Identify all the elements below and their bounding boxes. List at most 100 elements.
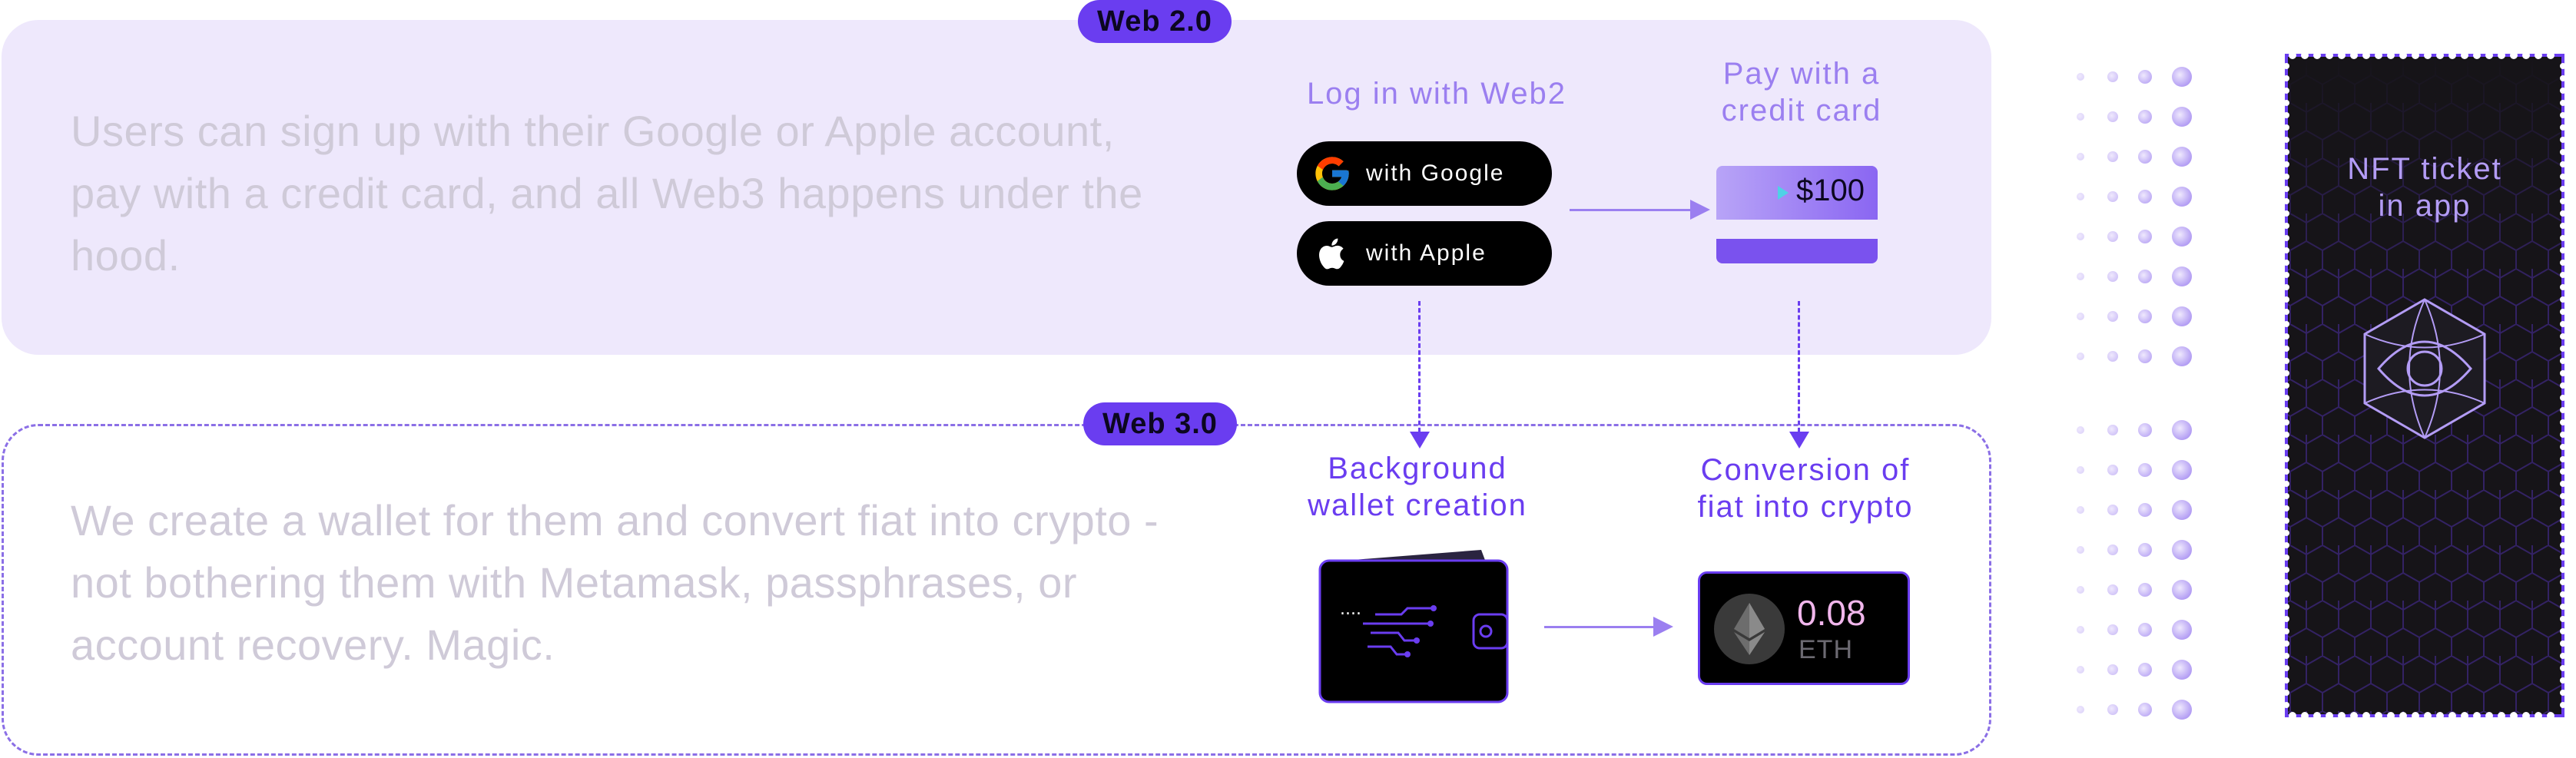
decorative-dot [2172, 700, 2192, 720]
decorative-dot [2107, 545, 2118, 555]
decorative-dot [2077, 666, 2084, 674]
eth-card: 0.08 ETH [1698, 571, 1910, 685]
decorative-dot [2077, 466, 2084, 474]
ticket-edge-notch [2283, 63, 2289, 69]
decorative-dot [2077, 273, 2084, 280]
ticket-edge-notch [2560, 223, 2566, 229]
svg-text:....: .... [1340, 600, 1361, 619]
card-amount: $100 [1796, 174, 1865, 207]
eye-emblem-icon [2363, 298, 2486, 439]
arrow-head-right-icon [1690, 200, 1710, 220]
decorative-dot [2077, 506, 2084, 514]
ticket-edge-notch [2283, 260, 2289, 266]
decorative-dot [2107, 664, 2118, 675]
conversion-label-line2: fiat into crypto [1697, 490, 1914, 524]
ticket-perforation [2547, 712, 2554, 720]
ticket-edge-notch [2560, 174, 2566, 180]
decorative-dot [2138, 623, 2152, 637]
decorative-dot [2172, 660, 2192, 680]
ticket-edge-notch [2283, 456, 2289, 462]
decorative-dot [2107, 351, 2118, 362]
apple-icon [1319, 238, 1344, 270]
ticket-edge-notch [2560, 530, 2566, 536]
ticket-perforation [2547, 51, 2554, 59]
ticket-edge-notch [2560, 198, 2566, 204]
decorative-dot [2138, 503, 2152, 517]
ticket-edge-notch [2283, 505, 2289, 511]
ticket-perforation [2289, 51, 2296, 59]
ticket-edge-notch [2283, 395, 2289, 401]
ticket-edge-notch [2560, 432, 2566, 438]
ticket-edge-notch [2560, 567, 2566, 573]
ticket-edge-notch [2283, 88, 2289, 94]
ticket-perforation [2301, 712, 2309, 720]
apple-login-button[interactable]: with Apple [1297, 221, 1552, 286]
wallet-label-line2: wallet creation [1308, 488, 1527, 522]
ticket-perforation [2436, 51, 2444, 59]
ticket-edge-notch [2283, 481, 2289, 487]
ticket-edge-notch [2283, 346, 2289, 352]
ticket-perforation [2387, 51, 2395, 59]
arrow-head-right-icon [1653, 617, 1673, 637]
decorative-dot [2077, 426, 2084, 434]
ticket-edge-notch [2560, 481, 2566, 487]
ticket-perforation [2326, 712, 2333, 720]
ticket-perforation [2424, 712, 2432, 720]
ticket-edge-notch [2560, 604, 2566, 610]
ticket-edge-notch [2560, 100, 2566, 106]
ticket-edge-notch [2283, 309, 2289, 315]
ticket-edge-notch [2560, 640, 2566, 647]
ticket-perforation [2498, 712, 2505, 720]
google-login-button[interactable]: with Google [1297, 141, 1552, 206]
decorative-dot [2077, 113, 2084, 121]
ticket-edge-notch [2560, 591, 2566, 597]
decorative-dot [2172, 187, 2192, 207]
decorative-dot [2172, 346, 2192, 366]
ticket-perforation [2362, 51, 2370, 59]
decorative-dot [2138, 110, 2152, 124]
ticket-edge-notch [2560, 518, 2566, 524]
ticket-perforation [2375, 51, 2382, 59]
ticket-perforation [2448, 51, 2456, 59]
ticket-edge-notch [2560, 628, 2566, 634]
ticket-edge-notch [2560, 542, 2566, 548]
ticket-edge-notch [2560, 186, 2566, 192]
ticket-perforation [2399, 712, 2407, 720]
decorative-dot [2138, 703, 2152, 717]
ticket-edge-notch [2560, 149, 2566, 155]
ticket-perforation [2424, 51, 2432, 59]
decorative-dot [2138, 230, 2152, 243]
decorative-dot [2107, 111, 2118, 122]
decorative-dot [2172, 460, 2192, 480]
ticket-edge-notch [2560, 63, 2566, 69]
ticket-title-line2: in app [2378, 189, 2472, 223]
decorative-dot [2107, 271, 2118, 282]
ticket-edge-notch [2283, 321, 2289, 327]
decorative-dot [2107, 704, 2118, 715]
ticket-edge-notch [2283, 296, 2289, 303]
ticket-perforation [2350, 712, 2358, 720]
arrow-head-down-icon [1789, 432, 1809, 449]
arrow-wallet-to-eth [1544, 626, 1661, 628]
ticket-edge-notch [2283, 210, 2289, 217]
arrow-login-to-card [1570, 209, 1699, 211]
ticket-edge-notch [2560, 419, 2566, 425]
ticket-edge-notch [2560, 247, 2566, 253]
ticket-edge-notch [2283, 235, 2289, 241]
ticket-edge-notch [2560, 370, 2566, 376]
ticket-edge-notch [2283, 186, 2289, 192]
ticket-edge-notch [2283, 468, 2289, 475]
connector-card-to-conversion [1798, 301, 1800, 439]
ticket-edge-notch [2283, 677, 2289, 684]
ticket-perforation [2535, 712, 2542, 720]
ticket-edge-notch [2283, 518, 2289, 524]
decorative-dot [2077, 73, 2084, 81]
ticket-edge-notch [2283, 161, 2289, 167]
ticket-edge-notch [2560, 407, 2566, 413]
ticket-perforation [2522, 51, 2530, 59]
web3-description: We create a wallet for them and convert … [71, 496, 1159, 669]
decorative-dot [2138, 663, 2152, 677]
decorative-dot [2138, 70, 2152, 84]
pay-label-line1: Pay with a [1722, 57, 1881, 91]
ticket-edge-notch [2560, 616, 2566, 622]
